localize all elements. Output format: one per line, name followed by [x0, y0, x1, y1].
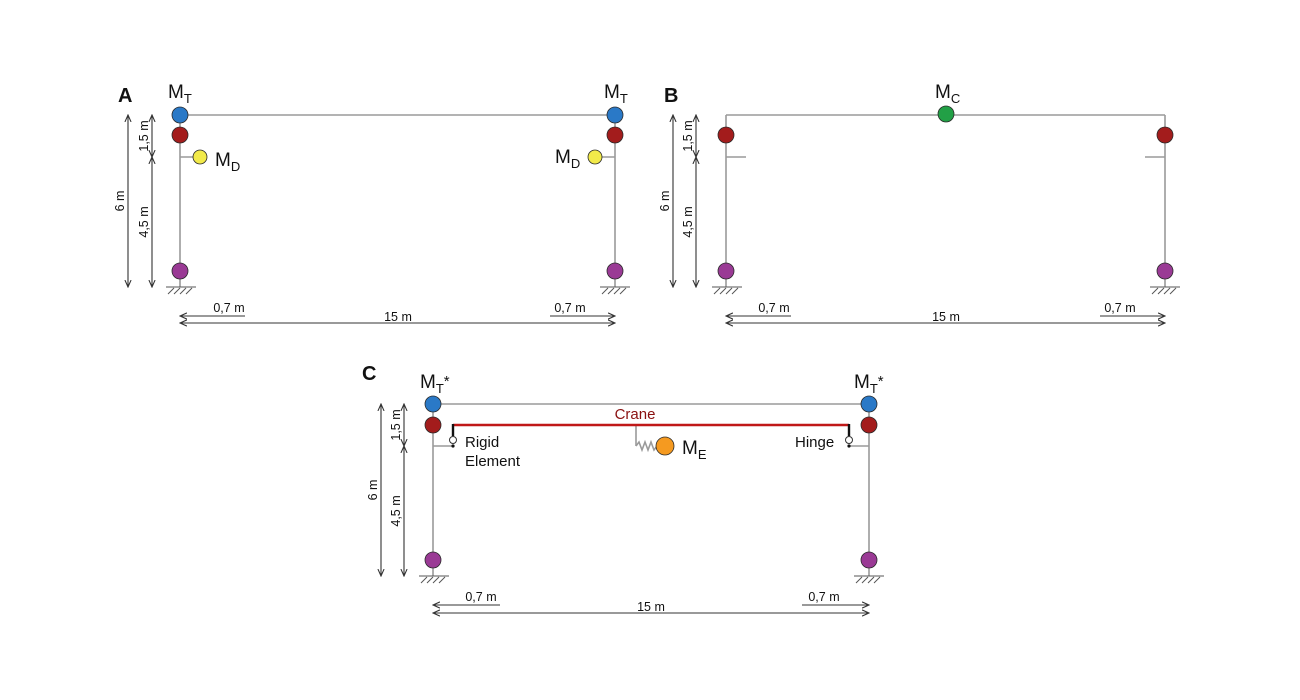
rigid-element-label-line1: Rigid: [465, 434, 499, 451]
panel-b-label-mc: MC: [935, 82, 960, 106]
hinge-right-icon: [845, 436, 853, 444]
panel-c-frame: [432, 403, 870, 576]
panel-b: B MC 6 m 1,5 m 4: [658, 82, 1180, 324]
panel-b-dim-offset-left: 0,7 m: [758, 301, 789, 315]
panel-a-label-md-left: MD: [215, 150, 240, 174]
panel-c-right-support: [854, 575, 884, 584]
panel-c-left-support: [419, 575, 449, 584]
panel-a-dim-span: 15 m: [384, 310, 412, 324]
panel-c-floor-mass-left: [424, 416, 442, 434]
panel-c: C: [362, 363, 884, 614]
panel-a: A MT MT MD MD: [113, 82, 630, 324]
panel-a-label-mt-left: MT: [168, 82, 192, 106]
panel-a-right-support: [600, 286, 630, 295]
panel-c-crane-mass: [655, 436, 675, 456]
rigid-element-label-line2: Element: [465, 453, 521, 470]
panel-c-dim-span: 15 m: [637, 600, 665, 614]
panel-c-top-mass-right: [860, 395, 878, 413]
panel-a-dim-upper: 1,5 m: [137, 120, 151, 151]
connection-left-icon: [451, 444, 455, 448]
panel-a-horizontal-dims: [180, 316, 615, 323]
panel-a-dim-total: 6 m: [113, 191, 127, 212]
panel-a-dim-offset-left: 0,7 m: [213, 301, 244, 315]
panel-b-dim-offset-right: 0,7 m: [1104, 301, 1135, 315]
panel-a-label-md-right: MD: [555, 147, 580, 171]
panel-a-dim-offset-right: 0,7 m: [554, 301, 585, 315]
connection-right-icon: [847, 444, 851, 448]
panel-c-base-mass-right: [860, 551, 878, 569]
panel-a-vertical-dims: [128, 115, 152, 287]
hinge-label: Hinge: [795, 434, 834, 451]
panel-a-frame: [179, 114, 616, 287]
panel-c-dim-offset-right: 0,7 m: [808, 590, 839, 604]
panel-b-floor-mass-right: [1156, 126, 1174, 144]
panel-c-vertical-dims: [381, 404, 404, 576]
panel-a-label-mt-right: MT: [604, 82, 628, 106]
panel-b-base-mass-right: [1156, 262, 1174, 280]
panel-c-label-me: ME: [682, 438, 707, 462]
panel-b-center-mass: [937, 105, 955, 123]
panel-a-floor-mass-right: [606, 126, 624, 144]
panel-b-label: B: [664, 85, 678, 107]
panel-c-dim-offset-left: 0,7 m: [465, 590, 496, 604]
hinge-left-icon: [449, 436, 457, 444]
panel-a-label: A: [118, 85, 132, 107]
panel-c-label-mt-right: MT*: [854, 372, 884, 396]
panel-b-left-support: [712, 286, 742, 295]
panel-a-top-mass-right: [606, 106, 624, 124]
panel-c-label: C: [362, 363, 376, 385]
panel-c-top-mass-left: [424, 395, 442, 413]
panel-b-dim-lower: 4,5 m: [681, 206, 695, 237]
panel-c-dim-upper: 1,5 m: [389, 409, 403, 440]
crane-label: Crane: [615, 406, 656, 423]
panel-b-floor-mass-left: [717, 126, 735, 144]
panel-a-base-mass-left: [171, 262, 189, 280]
panel-b-right-support: [1150, 286, 1180, 295]
panel-b-dim-upper: 1,5 m: [681, 120, 695, 151]
panel-c-dim-lower: 4,5 m: [389, 495, 403, 526]
panel-b-dim-span: 15 m: [932, 310, 960, 324]
panel-c-horizontal-dims: [433, 605, 869, 613]
panel-c-floor-mass-right: [860, 416, 878, 434]
panel-b-vertical-dims: [673, 115, 696, 287]
panel-b-dim-total: 6 m: [658, 191, 672, 212]
panel-c-base-mass-left: [424, 551, 442, 569]
panel-a-dim-lower: 4,5 m: [137, 206, 151, 237]
panel-a-floor-mass-left: [171, 126, 189, 144]
panel-a-damper-mass-left: [192, 149, 208, 165]
panel-a-top-mass-left: [171, 106, 189, 124]
panel-b-horizontal-dims: [726, 316, 1165, 323]
panel-a-base-mass-right: [606, 262, 624, 280]
panel-a-left-support: [166, 286, 196, 295]
panel-b-frame: [725, 114, 1166, 287]
panel-b-base-mass-left: [717, 262, 735, 280]
panel-a-damper-mass-right: [587, 149, 603, 165]
panel-c-label-mt-left: MT*: [420, 372, 450, 396]
panel-c-dim-total: 6 m: [366, 480, 380, 501]
